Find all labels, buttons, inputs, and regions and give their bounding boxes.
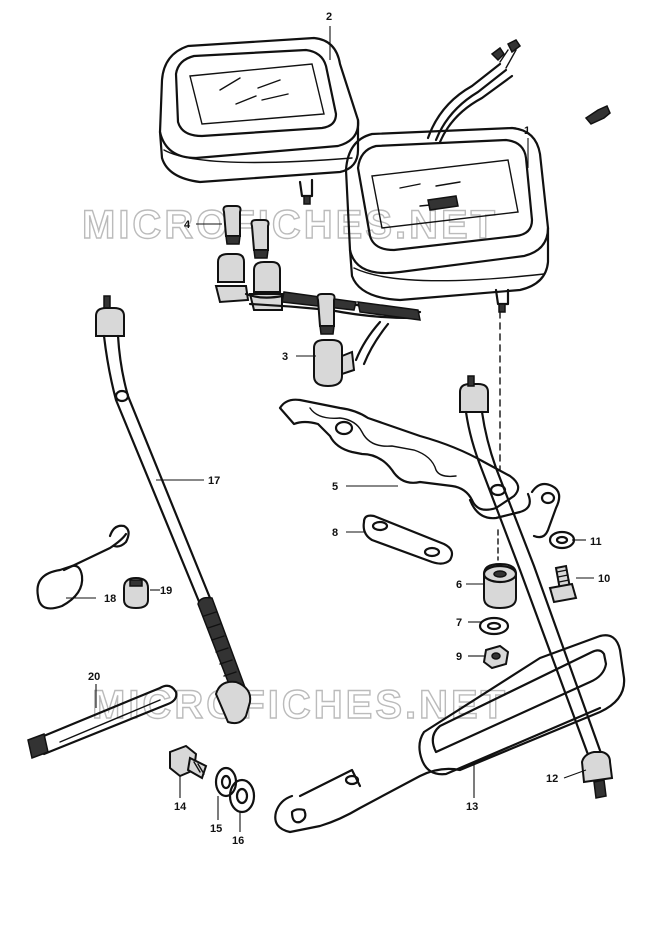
- callout-18: 18: [104, 593, 116, 605]
- callout-8: 8: [332, 527, 338, 539]
- washer-11: [548, 530, 576, 550]
- front-direction-arrow-icon: [584, 105, 611, 125]
- cable-tie: [27, 684, 178, 760]
- leader-lines: [66, 26, 594, 832]
- meter-stay-frame: [274, 634, 626, 834]
- tachometer-cable: [459, 375, 614, 799]
- wiring-harness: [426, 39, 522, 144]
- callout-2: 2: [326, 11, 332, 23]
- speedometer-housing: [158, 36, 360, 205]
- callout-6: 6: [456, 579, 462, 591]
- nut: [482, 644, 510, 670]
- lower-bulb-socket: [313, 293, 356, 388]
- watermark-top: MICROFICHES.NET: [82, 203, 498, 247]
- bolt-10: [548, 564, 578, 604]
- grommet: [482, 562, 518, 610]
- callout-5: 5: [332, 481, 338, 493]
- tachometer-housing: [344, 126, 550, 313]
- callout-13: 13: [466, 801, 478, 813]
- callout-19: 19: [160, 585, 172, 597]
- washer-15: [214, 766, 238, 798]
- cable-clamp: [36, 524, 130, 610]
- callout-3: 3: [282, 351, 288, 363]
- callout-17: 17: [208, 475, 220, 487]
- callout-10: 10: [598, 573, 610, 585]
- callout-7: 7: [456, 617, 462, 629]
- clamp-screw: [123, 576, 149, 610]
- callout-9: 9: [456, 651, 462, 663]
- washer-7: [478, 616, 510, 636]
- cushion-plate: [362, 514, 454, 565]
- meter-bracket: [278, 398, 561, 539]
- callout-15: 15: [210, 823, 222, 835]
- callout-16: 16: [232, 835, 244, 847]
- bolt-14: [169, 744, 208, 780]
- callout-4: 4: [184, 219, 191, 231]
- callout-1: 1: [524, 125, 530, 137]
- watermark-bottom: MICROFICHES.NET: [92, 683, 508, 727]
- indicator-bulbs: [222, 205, 270, 259]
- speedometer-cable: [95, 295, 252, 725]
- callout-12: 12: [546, 773, 558, 785]
- callout-11: 11: [590, 536, 602, 548]
- callout-14: 14: [174, 801, 187, 813]
- callout-20: 20: [88, 671, 100, 683]
- washer-16: [228, 778, 256, 814]
